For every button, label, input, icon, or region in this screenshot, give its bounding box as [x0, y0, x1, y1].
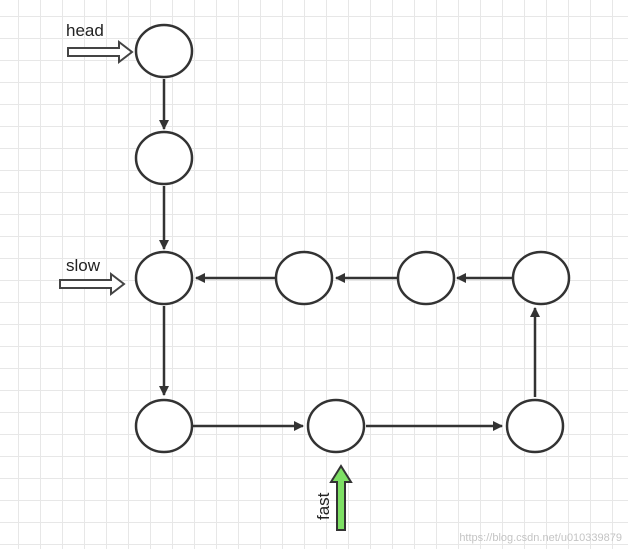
- head-pointer-arrow: [67, 39, 134, 65]
- list-node: [396, 250, 456, 306]
- fast-label: fast: [314, 492, 333, 520]
- list-node: [134, 250, 194, 306]
- head-label: head: [66, 21, 104, 40]
- slow-pointer-arrow: [59, 271, 126, 297]
- list-node: [134, 130, 194, 186]
- list-node: [505, 398, 565, 454]
- list-node: [274, 250, 334, 306]
- list-node: [134, 23, 194, 79]
- list-node: [306, 398, 366, 454]
- list-node: [134, 398, 194, 454]
- list-node: [511, 250, 571, 306]
- watermark-text: https://blog.csdn.net/u010339879: [459, 532, 622, 544]
- fast-pointer-arrow: [329, 464, 353, 531]
- slow-label: slow: [66, 256, 101, 275]
